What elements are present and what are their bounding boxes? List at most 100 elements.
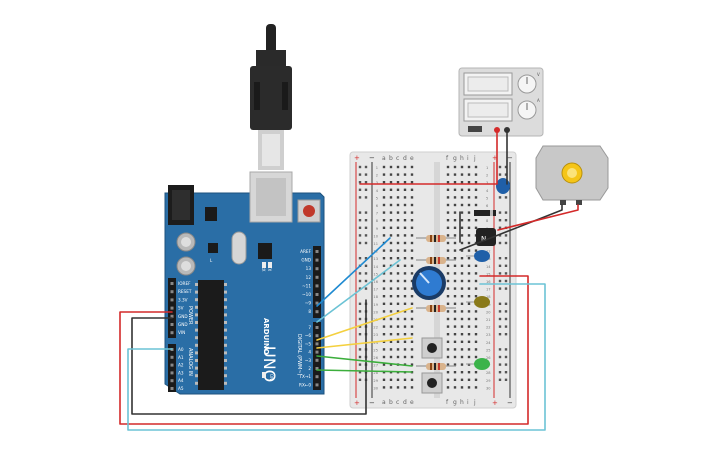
rail-hole[interactable] xyxy=(504,272,508,275)
pushbutton-1[interactable] xyxy=(421,337,443,359)
bb-hole[interactable] xyxy=(389,196,393,199)
wire-red-5v-loop[interactable] xyxy=(119,275,529,425)
bb-hole[interactable] xyxy=(410,188,414,191)
bb-hole[interactable] xyxy=(474,333,478,336)
potentiometer[interactable] xyxy=(412,266,446,300)
header-pin[interactable] xyxy=(315,334,319,338)
bb-hole[interactable] xyxy=(396,226,400,229)
bb-hole[interactable] xyxy=(382,279,386,283)
bb-hole[interactable] xyxy=(453,257,457,260)
rail-hole[interactable] xyxy=(504,241,508,245)
bb-hole[interactable] xyxy=(403,378,407,381)
bb-hole[interactable] xyxy=(389,325,393,328)
wire-green-pin3[interactable] xyxy=(316,369,413,373)
bb-hole[interactable] xyxy=(396,173,400,176)
rail-hole[interactable] xyxy=(364,241,368,245)
bb-hole[interactable] xyxy=(389,249,393,252)
rail-hole[interactable] xyxy=(358,257,362,260)
rail-hole[interactable] xyxy=(504,348,508,351)
bb-hole[interactable] xyxy=(460,386,464,389)
bb-hole[interactable] xyxy=(396,340,400,343)
bb-hole[interactable] xyxy=(453,378,457,381)
bb-hole[interactable] xyxy=(474,340,478,343)
bb-hole[interactable] xyxy=(403,340,407,343)
bb-hole[interactable] xyxy=(453,355,457,359)
bb-hole[interactable] xyxy=(446,310,450,313)
bb-hole[interactable] xyxy=(446,241,450,245)
wire-yellow-pin6[interactable] xyxy=(316,307,413,341)
bb-hole[interactable] xyxy=(389,203,393,207)
rail-hole[interactable] xyxy=(358,287,362,290)
bb-hole[interactable] xyxy=(410,264,414,267)
bb-hole[interactable] xyxy=(474,310,478,313)
bb-hole[interactable] xyxy=(389,181,393,184)
wire-red-power-supply[interactable] xyxy=(359,129,498,185)
bb-hole[interactable] xyxy=(396,219,400,222)
bb-hole[interactable] xyxy=(467,325,471,328)
bb-hole[interactable] xyxy=(410,241,414,245)
bb-hole[interactable] xyxy=(396,203,400,207)
bb-hole[interactable] xyxy=(474,203,478,207)
bb-hole[interactable] xyxy=(446,165,450,169)
bb-hole[interactable] xyxy=(467,371,471,374)
wire-red-motor[interactable] xyxy=(497,204,579,231)
bb-hole[interactable] xyxy=(474,348,478,351)
bb-hole[interactable] xyxy=(467,165,471,169)
bb-hole[interactable] xyxy=(403,219,407,222)
rail-hole[interactable] xyxy=(364,264,368,267)
rail-hole[interactable] xyxy=(358,302,362,305)
rail-hole[interactable] xyxy=(498,355,502,359)
bb-hole[interactable] xyxy=(453,302,457,305)
header-pin[interactable] xyxy=(315,267,319,271)
rail-hole[interactable] xyxy=(504,173,508,176)
pushbutton-2[interactable] xyxy=(421,372,443,394)
bb-hole[interactable] xyxy=(467,219,471,222)
bb-hole[interactable] xyxy=(382,203,386,207)
bb-hole[interactable] xyxy=(389,188,393,191)
rail-hole[interactable] xyxy=(358,371,362,374)
bb-hole[interactable] xyxy=(467,226,471,229)
rail-hole[interactable] xyxy=(358,241,362,245)
bb-hole[interactable] xyxy=(410,287,414,290)
bb-hole[interactable] xyxy=(460,317,464,321)
bb-hole[interactable] xyxy=(382,302,386,305)
bb-hole[interactable] xyxy=(389,386,393,389)
rail-hole[interactable] xyxy=(358,317,362,321)
bb-hole[interactable] xyxy=(460,219,464,222)
bb-hole[interactable] xyxy=(453,287,457,290)
bb-hole[interactable] xyxy=(389,348,393,351)
bb-hole[interactable] xyxy=(396,355,400,359)
rail-hole[interactable] xyxy=(358,219,362,222)
bb-hole[interactable] xyxy=(410,325,414,328)
bb-hole[interactable] xyxy=(453,386,457,389)
rail-hole[interactable] xyxy=(358,188,362,191)
bb-hole[interactable] xyxy=(382,211,386,214)
rail-hole[interactable] xyxy=(498,264,502,267)
header-pin[interactable] xyxy=(170,306,174,310)
bb-hole[interactable] xyxy=(453,181,457,184)
bb-hole[interactable] xyxy=(410,378,414,381)
bb-hole[interactable] xyxy=(396,249,400,252)
bb-hole[interactable] xyxy=(410,181,414,184)
bb-hole[interactable] xyxy=(460,196,464,199)
rail-hole[interactable] xyxy=(364,234,368,237)
bb-hole[interactable] xyxy=(446,355,450,359)
bb-hole[interactable] xyxy=(410,226,414,229)
bb-hole[interactable] xyxy=(460,226,464,229)
bb-hole[interactable] xyxy=(410,257,414,260)
bb-hole[interactable] xyxy=(403,272,407,275)
bb-hole[interactable] xyxy=(396,325,400,328)
bb-hole[interactable] xyxy=(474,325,478,328)
led-blue[interactable] xyxy=(466,250,490,262)
header-pin[interactable] xyxy=(315,275,319,279)
rail-hole[interactable] xyxy=(504,196,508,199)
bb-hole[interactable] xyxy=(396,188,400,191)
bb-hole[interactable] xyxy=(396,302,400,305)
bb-hole[interactable] xyxy=(446,173,450,176)
bb-hole[interactable] xyxy=(453,173,457,176)
header-pin[interactable] xyxy=(170,379,174,383)
bb-hole[interactable] xyxy=(382,325,386,328)
rail-hole[interactable] xyxy=(498,378,502,381)
bb-hole[interactable] xyxy=(460,340,464,343)
bb-hole[interactable] xyxy=(389,272,393,275)
